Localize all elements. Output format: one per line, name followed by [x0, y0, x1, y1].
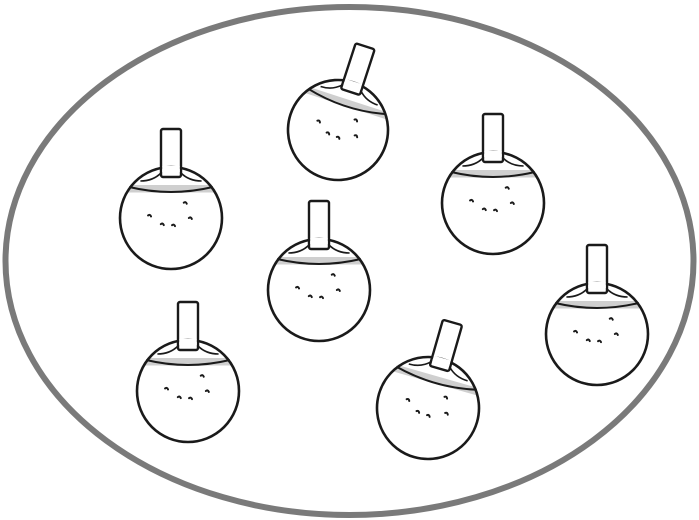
flask-2 — [120, 129, 222, 269]
bubble-mark — [406, 399, 409, 401]
bubble-mark — [494, 210, 497, 212]
bubble-mark — [206, 390, 209, 392]
flask-3 — [442, 114, 544, 254]
flask-group — [120, 31, 648, 471]
bubble-mark — [354, 119, 357, 121]
flask-4 — [268, 201, 370, 341]
flask-bulb — [546, 283, 648, 385]
bubble-mark — [296, 287, 299, 289]
flask-bulb — [268, 239, 370, 341]
flask-5 — [137, 302, 239, 442]
flask-bulb — [442, 152, 544, 254]
bubble-mark — [470, 200, 473, 202]
bubble-mark — [189, 398, 192, 400]
bubble-mark — [320, 297, 323, 299]
bubble-mark — [336, 136, 339, 138]
bubble-mark — [506, 187, 509, 189]
flask-6 — [365, 308, 502, 471]
bubble-mark — [178, 397, 181, 399]
flask-1 — [275, 31, 413, 193]
bubble-mark — [161, 224, 164, 226]
bubble-mark — [444, 396, 447, 398]
bubble-mark — [483, 209, 486, 211]
bubble-mark — [587, 340, 590, 342]
flask-7 — [546, 245, 648, 385]
bubble-mark — [184, 202, 187, 204]
bubble-mark — [332, 274, 335, 276]
bubble-mark — [189, 217, 192, 219]
flask-bulb — [275, 67, 401, 193]
bubble-mark — [416, 411, 419, 413]
bubble-mark — [148, 215, 151, 217]
bubble-mark — [354, 135, 357, 137]
bubble-mark — [337, 289, 340, 291]
bubble-mark — [317, 120, 320, 122]
bubble-mark — [172, 225, 175, 227]
bubble-mark — [610, 318, 613, 320]
bubble-mark — [427, 415, 430, 417]
bubble-mark — [511, 202, 514, 204]
bubble-mark — [574, 331, 577, 333]
bubble-mark — [165, 388, 168, 390]
flask-bulb — [120, 167, 222, 269]
bubble-mark — [326, 132, 329, 134]
bubble-mark — [598, 341, 601, 343]
bubble-mark — [445, 412, 448, 414]
bubble-mark — [309, 296, 312, 298]
bubble-mark — [201, 375, 204, 377]
bubble-mark — [615, 333, 618, 335]
flask-bulb — [137, 340, 239, 442]
